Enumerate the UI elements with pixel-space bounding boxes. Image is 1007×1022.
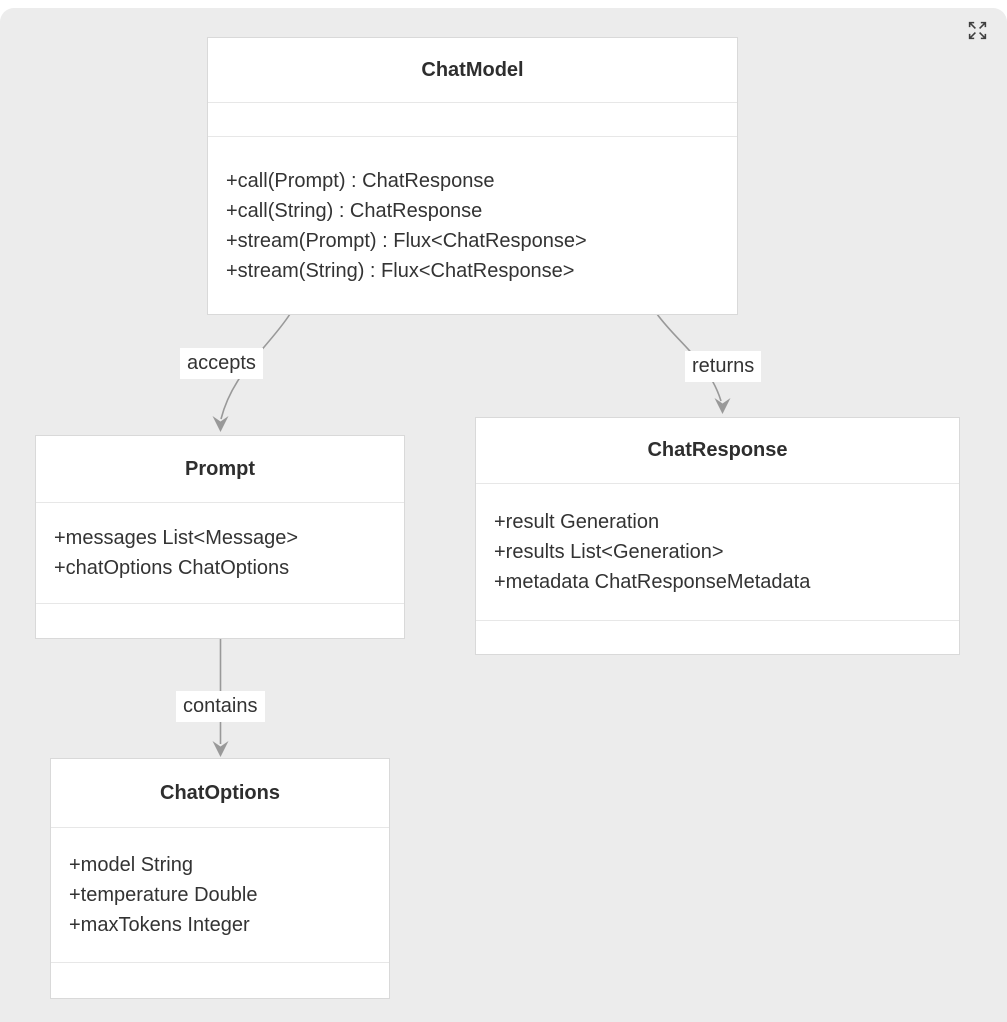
class-name: Prompt — [36, 436, 404, 503]
methods-compartment — [36, 604, 404, 638]
method: +stream(Prompt) : Flux<ChatResponse> — [226, 229, 587, 252]
expand-arrows-icon — [968, 21, 986, 39]
attribute: +result Generation — [494, 511, 660, 533]
edge-label-accepts: accepts — [180, 348, 263, 379]
methods-compartment — [51, 963, 389, 998]
class-box-chatmodel: ChatModel +call(Prompt) : ChatResponse +… — [207, 37, 738, 315]
attribute: +model String — [69, 854, 193, 876]
class-name: ChatModel — [208, 38, 737, 103]
attribute: +maxTokens Integer — [69, 914, 250, 936]
method: +call(Prompt) : ChatResponse — [226, 169, 495, 192]
methods-compartment: +call(Prompt) : ChatResponse +call(Strin… — [208, 137, 737, 314]
attribute: +messages List<Message> — [54, 527, 299, 549]
attributes-compartment: +result Generation +results List<Generat… — [476, 484, 959, 621]
class-name: ChatResponse — [476, 418, 959, 484]
method: +stream(String) : Flux<ChatResponse> — [226, 259, 575, 282]
attribute: +chatOptions ChatOptions — [54, 557, 290, 579]
class-name: ChatOptions — [51, 759, 389, 828]
class-box-chatoptions: ChatOptions +model String +temperature D… — [50, 758, 390, 999]
attribute: +results List<Generation> — [494, 541, 724, 563]
attributes-compartment — [208, 103, 737, 137]
methods-compartment — [476, 621, 959, 654]
expand-button[interactable] — [965, 18, 989, 42]
method: +call(String) : ChatResponse — [226, 199, 483, 222]
attribute: +metadata ChatResponseMetadata — [494, 571, 811, 593]
class-box-chatresponse: ChatResponse +result Generation +results… — [475, 417, 960, 655]
attributes-compartment: +messages List<Message> +chatOptions Cha… — [36, 503, 404, 604]
edge-label-contains: contains — [176, 691, 265, 722]
attributes-compartment: +model String +temperature Double +maxTo… — [51, 828, 389, 963]
class-box-prompt: Prompt +messages List<Message> +chatOpti… — [35, 435, 405, 639]
edge-label-returns: returns — [685, 351, 762, 382]
attribute: +temperature Double — [69, 884, 258, 906]
